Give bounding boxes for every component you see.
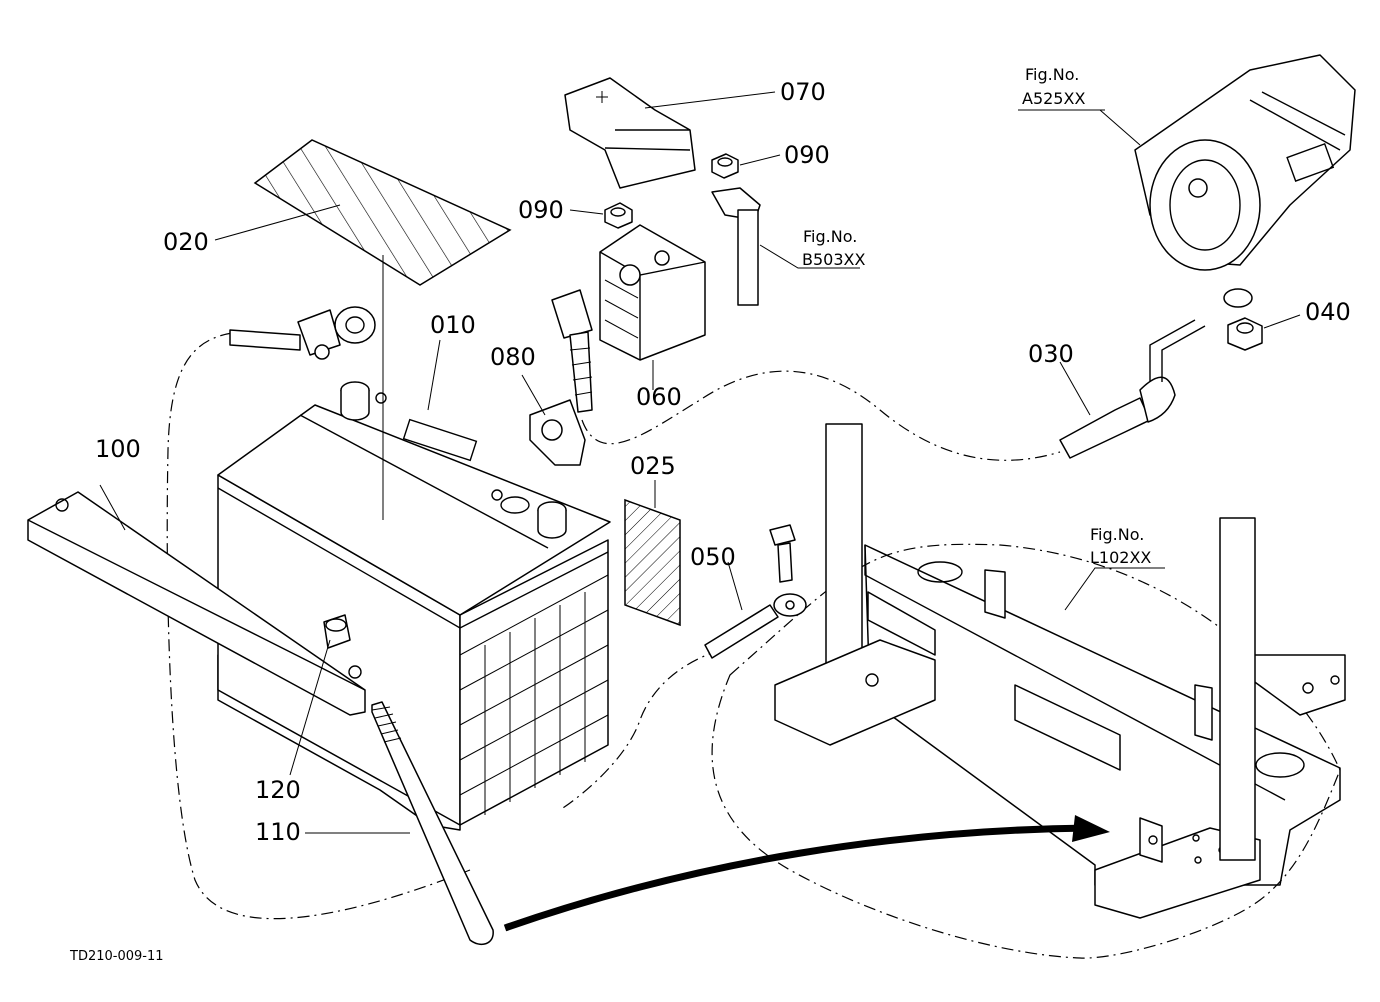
label-050: 050	[690, 543, 736, 571]
label-010: 010	[430, 311, 476, 339]
ground-cable-050	[704, 524, 807, 659]
label-025: 025	[630, 452, 676, 480]
fig-ref-code-a525: A525XX	[1022, 89, 1085, 108]
label-110: 110	[255, 818, 301, 846]
fig-ref-prefix-b503: Fig.No.	[803, 227, 857, 246]
label-120: 120	[255, 776, 301, 804]
label-080: 080	[490, 343, 536, 371]
figure-references: Fig.No. A525XX Fig.No. B503XX Fig.No. L1…	[802, 65, 1151, 567]
label-040: 040	[1305, 298, 1351, 326]
starter-cable	[1059, 288, 1253, 459]
hold-down-bar	[27, 484, 366, 716]
nut-090-b	[711, 153, 860, 306]
drawing-code: TD210-009-11	[69, 949, 164, 964]
part-labels: 010 020 025 030 040 050 060 070 080 090 …	[95, 78, 1351, 846]
fusible-link	[521, 289, 593, 466]
fig-ref-prefix-a525: Fig.No.	[1025, 65, 1079, 84]
fig-ref-code-l102: L102XX	[1090, 548, 1151, 567]
fig-ref-prefix-l102: Fig.No.	[1090, 525, 1144, 544]
label-090-b: 090	[784, 141, 830, 169]
fuse-holder	[599, 224, 706, 390]
starter-motor	[1099, 54, 1356, 271]
label-090-a: 090	[518, 196, 564, 224]
terminal-cover	[564, 77, 776, 189]
label-030: 030	[1028, 340, 1074, 368]
label-020: 020	[163, 228, 209, 256]
nut-090-a	[569, 202, 633, 229]
insulation-sheet	[624, 480, 681, 627]
label-070: 070	[780, 78, 826, 106]
nut-040	[1227, 314, 1301, 351]
fig-ref-code-b503: B503XX	[802, 250, 865, 269]
label-100: 100	[95, 435, 141, 463]
floor-frame	[711, 423, 1346, 959]
cable-routes	[166, 332, 1061, 920]
hold-down-rod	[289, 614, 1110, 946]
label-060: 060	[636, 383, 682, 411]
negative-terminal-clamp	[229, 306, 376, 360]
battery-pad	[214, 139, 512, 520]
